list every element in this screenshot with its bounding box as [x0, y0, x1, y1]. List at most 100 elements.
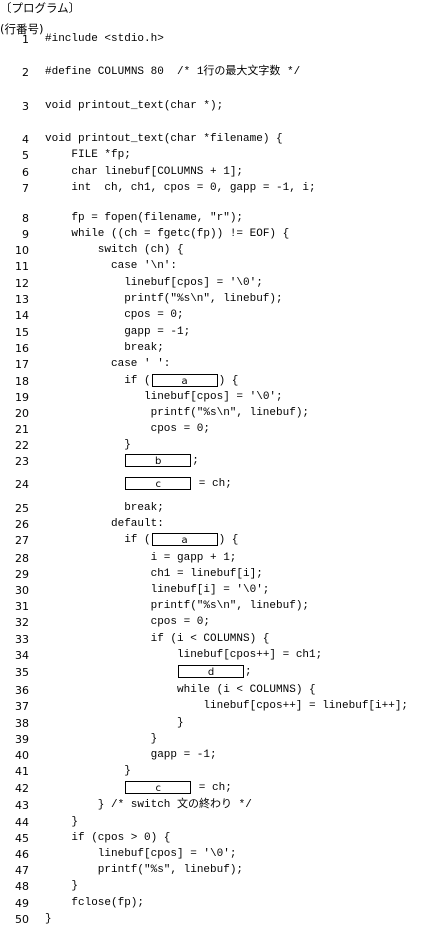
line-number: 4: [22, 133, 29, 146]
line-number: 29: [15, 568, 29, 581]
line-number: 1: [22, 33, 29, 46]
code-statement: }: [71, 816, 78, 828]
code-statement: printf("%s\n", linebuf);: [124, 293, 283, 305]
code-statement: } /* switch 文の終わり */: [97, 799, 252, 811]
line-number: 26: [15, 518, 29, 531]
line-number: 14: [15, 309, 29, 322]
code-text: void printout_text(char *);: [45, 98, 223, 115]
code-statement: if (: [124, 375, 151, 387]
code-statement-tail: = ch;: [192, 782, 232, 794]
code-statement: linebuf[i] = '\0';: [150, 584, 270, 596]
code-statement: linebuf[cpos++] = ch1;: [177, 649, 323, 661]
code-statement: FILE *fp;: [71, 149, 131, 161]
code-statement: linebuf[cpos] = '\0';: [97, 848, 237, 860]
answer-blank-a: a: [151, 532, 218, 546]
code-line: 8 fp = fopen(filename, "r");: [0, 210, 447, 227]
code-line: 3 void printout_text(char *);: [0, 98, 447, 115]
code-text: fp = fopen(filename, "r");: [71, 210, 243, 227]
code-line: 39}: [0, 731, 447, 748]
code-text: linebuf[cpos] = '\0';: [98, 846, 237, 863]
line-number: 36: [15, 684, 29, 697]
code-text: char linebuf[COLUMNS + 1];: [71, 164, 243, 181]
line-number: 38: [15, 717, 29, 730]
code-text: }: [71, 814, 78, 831]
code-text: b;: [124, 453, 199, 470]
code-statement-tail: = ch;: [192, 478, 232, 490]
code-line: 9 while ((ch = fgetc(fp)) != EOF) {: [0, 226, 447, 243]
line-number: 31: [15, 600, 29, 613]
answer-blank-c: c: [125, 780, 192, 794]
line-number: 5: [22, 149, 29, 162]
answer-blank-a: a: [151, 373, 218, 387]
code-statement: cpos = 0;: [150, 616, 211, 628]
line-number: 37: [15, 700, 29, 713]
line-number: 16: [15, 342, 29, 355]
code-line: 38}: [0, 715, 447, 732]
line-number: 12: [15, 277, 29, 290]
line-number: 22: [15, 439, 29, 452]
code-statement: }: [45, 913, 52, 925]
line-number: 9: [22, 228, 29, 241]
code-statement: gapp = -1;: [124, 326, 191, 338]
code-statement-tail: ;: [245, 666, 252, 678]
code-line: 44}: [0, 814, 447, 831]
code-statement: }: [150, 733, 158, 745]
code-text: }: [71, 878, 78, 895]
code-statement: while (i < COLUMNS) {: [177, 684, 316, 696]
code-text: while ((ch = fgetc(fp)) != EOF) {: [71, 226, 289, 243]
code-statement-tail: ;: [192, 455, 199, 467]
code-statement: break;: [124, 502, 164, 514]
line-number: 30: [15, 584, 29, 597]
line-number: 6: [22, 166, 29, 179]
code-statement: }: [124, 765, 131, 777]
code-text: }: [45, 911, 52, 928]
code-text: cpos = 0;: [151, 614, 210, 631]
code-text: gapp = -1;: [124, 324, 190, 341]
code-statement: switch (ch) {: [97, 244, 184, 256]
code-text: c = ch;: [124, 780, 232, 797]
code-line: 6 char linebuf[COLUMNS + 1];: [0, 164, 447, 181]
code-statement: printf("%s", linebuf);: [97, 864, 244, 876]
line-number: 13: [15, 293, 29, 306]
code-statement: case '\n':: [111, 260, 178, 272]
code-text: int ch, ch1, cpos = 0, gapp = -1, i;: [71, 180, 315, 197]
code-text: fclose(fp);: [71, 895, 144, 912]
code-statement: printf("%s\n", linebuf);: [150, 407, 310, 419]
code-statement-tail: ) {: [218, 534, 239, 546]
code-line: 48}: [0, 878, 447, 895]
code-text: FILE *fp;: [71, 147, 130, 164]
code-line: 2#define COLUMNS 80 /* 1行の最大文字数 */: [0, 64, 447, 81]
code-text: linebuf[i] = '\0';: [151, 582, 270, 599]
code-line: 1#include <stdio.h>: [0, 31, 447, 48]
line-number: 47: [15, 864, 29, 877]
code-statement: linebuf[cpos] = '\0';: [144, 391, 283, 403]
code-line: 7 int ch, ch1, cpos = 0, gapp = -1, i;: [0, 180, 447, 197]
code-line: 50}: [0, 911, 447, 928]
line-number: 40: [15, 749, 29, 762]
code-line: 41}: [0, 763, 447, 780]
line-number: 3: [22, 100, 29, 113]
code-statement: if (: [124, 534, 151, 546]
code-line: 5 FILE *fp;: [0, 147, 447, 164]
line-number: 2: [22, 66, 29, 79]
line-number: 50: [15, 913, 29, 926]
line-number: 45: [15, 832, 29, 845]
code-text: case ' ':: [111, 356, 170, 373]
line-number: 8: [22, 212, 29, 225]
line-number: 7: [22, 182, 29, 195]
header-title: 〔プログラム〕: [0, 1, 81, 15]
line-number: 17: [15, 358, 29, 371]
